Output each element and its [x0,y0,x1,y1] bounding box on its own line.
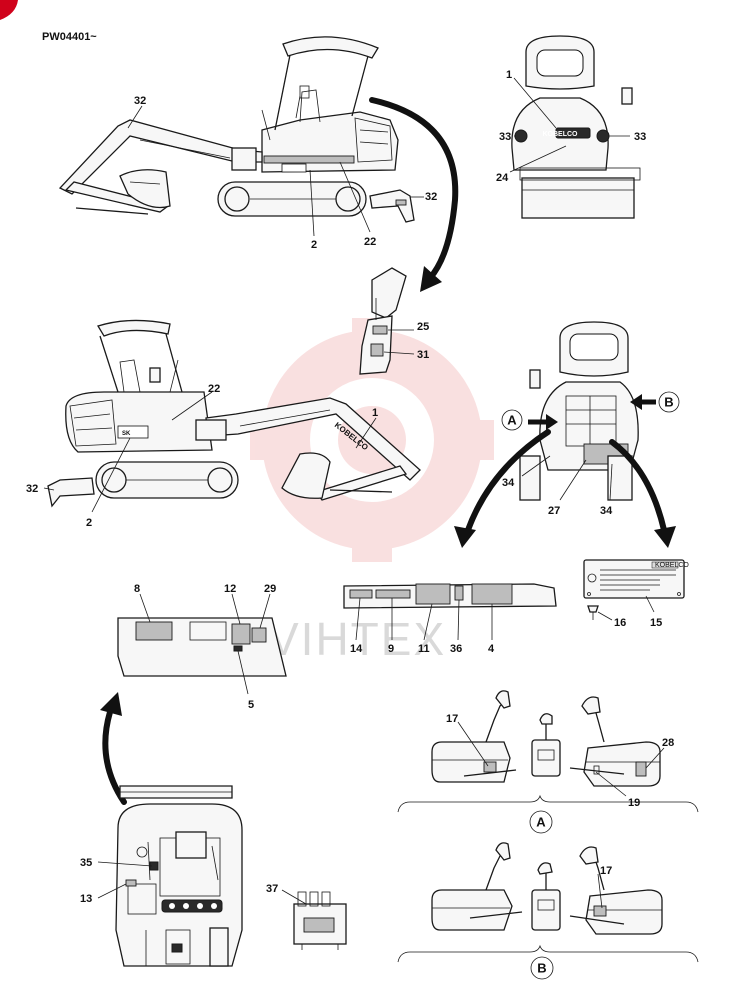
label-25: 25 [417,321,429,333]
arrow-to-detail-25-31 [369,97,459,281]
callout-a-circle [501,409,523,431]
label-32-boom: 32 [134,95,146,107]
excavator-front-view [519,321,639,501]
arrow-to-plate [609,439,667,533]
label-13: 13 [80,893,92,905]
label-32-blade-top: 32 [425,191,437,203]
plate-brand: KOBELCO [655,562,689,569]
label-4: 4 [488,643,495,655]
arrow-to-dashboard-strip [465,429,551,533]
label-32-blade-mid: 32 [26,483,38,495]
view-a-circle [529,810,553,834]
label-15: 15 [650,617,662,629]
label-35: 35 [80,857,92,869]
callout-b: B [664,395,673,410]
cab-top-view [115,785,243,967]
view-a-label: A [536,815,546,830]
excavator-side-view-right [47,319,421,508]
view-b-label: B [537,961,546,976]
label-36: 36 [450,643,462,655]
label-5: 5 [248,699,254,711]
label-9: 9 [388,643,394,655]
label-12: 12 [224,583,236,595]
model-decal-mid: SK [122,431,131,437]
panel-decal-detail [117,617,287,677]
label-2-mid: 2 [86,517,92,529]
label-19: 19 [628,797,640,809]
detail-cab-post [359,267,407,375]
label-28: 28 [662,737,674,749]
label-37: 37 [266,883,278,895]
label-27: 27 [548,505,560,517]
arrow-to-panel-detail [102,709,127,805]
label-17-a: 17 [446,713,458,725]
name-plate [583,559,685,620]
label-33-left: 33 [499,131,511,143]
label-34-right: 34 [600,505,613,517]
dashboard-decal-strip [343,583,557,609]
label-2-top: 2 [311,239,317,251]
label-1-rear: 1 [506,69,512,81]
watermark-text: VIHTEX [268,613,446,665]
label-1-mid: 1 [372,407,378,419]
callout-a: A [507,413,517,428]
label-22-top: 22 [364,236,376,248]
label-24: 24 [496,172,509,184]
corner-mark [0,0,18,20]
label-29: 29 [264,583,276,595]
label-33-right: 33 [634,131,646,143]
label-8: 8 [134,583,140,595]
excavator-side-view-left [58,36,415,223]
excavator-rear-view [511,35,641,219]
label-34-left: 34 [502,477,515,489]
view-b-circle [530,956,554,980]
label-31: 31 [417,349,429,361]
detail-pedal-37 [293,891,347,950]
label-11: 11 [418,643,430,655]
view-b-consoles [397,842,699,963]
label-22-mid: 22 [208,383,220,395]
label-16: 16 [614,617,626,629]
label-14: 14 [350,643,363,655]
brand-decal-rear: KOBELCO [543,131,579,138]
view-a-consoles [397,690,699,813]
label-17-b: 17 [600,865,612,877]
callout-b-circle [658,391,680,413]
diagram-code: PW04401~ [42,31,97,43]
